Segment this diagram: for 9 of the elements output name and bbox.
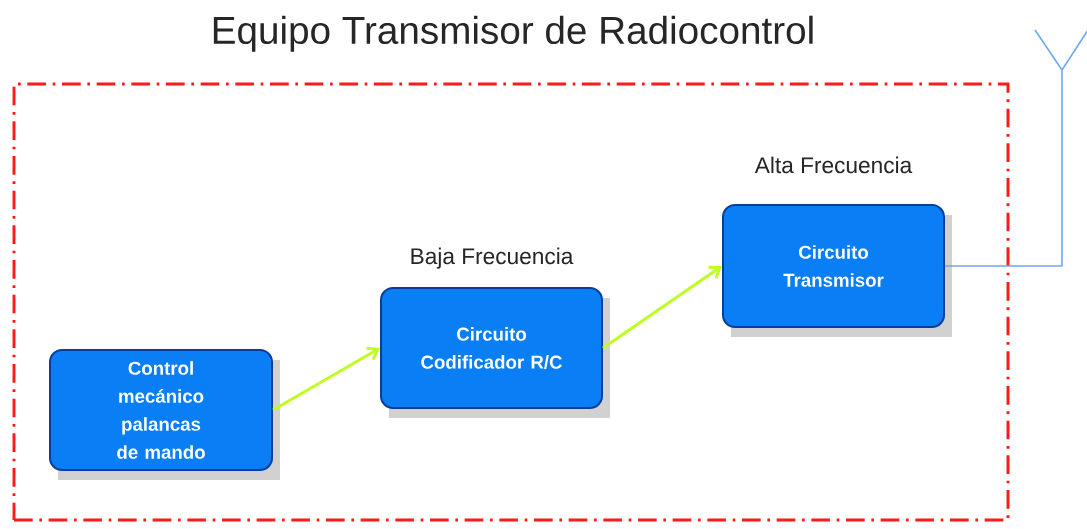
title: Equipo Transmisor de Radiocontrol <box>213 15 813 52</box>
antenna-drawing <box>1034 29 1087 267</box>
frequency-label: Alta Frecuencia <box>754 156 913 174</box>
process-box: Circuito Codificador R/C <box>380 287 610 418</box>
process-box: Control mecánico palancas de mando <box>49 349 280 480</box>
process-box: Circuito Transmisor <box>722 204 952 337</box>
frequency-label: Baja Frecuencia <box>411 247 574 269</box>
arrow <box>272 346 380 412</box>
arrow <box>602 265 722 350</box>
